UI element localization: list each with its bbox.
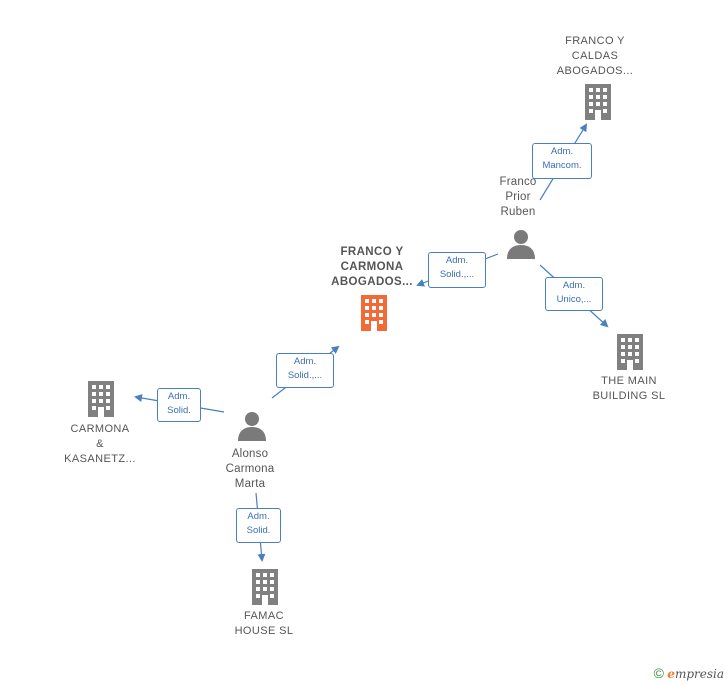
copyright-icon: ©	[653, 665, 664, 681]
person-icon[interactable]	[505, 228, 537, 260]
company-label-famac[interactable]: FAMAC HOUSE SL	[234, 610, 294, 637]
building-icon[interactable]	[86, 381, 116, 417]
building-icon[interactable]	[250, 569, 280, 605]
person-icon[interactable]	[236, 410, 268, 442]
company-label-carmona-kasanetz[interactable]: CARMONA & KASANETZ...	[64, 423, 136, 465]
footer-brand: © empresia	[654, 665, 724, 681]
company-label-main-building[interactable]: THE MAIN BUILDING SL	[592, 375, 666, 402]
brand-logo[interactable]: empresia	[667, 667, 724, 681]
company-label-franco-caldas[interactable]: FRANCO Y CALDAS ABOGADOS...	[556, 35, 634, 77]
relation-label[interactable]: Adm. Solid.,...	[276, 353, 334, 388]
person-label-alonso-carmona[interactable]: Alonso Carmona Marta	[225, 448, 275, 490]
company-label-franco-carmona[interactable]: FRANCO Y CARMONA ABOGADOS...	[331, 246, 413, 288]
relation-label[interactable]: Adm. Solid.	[157, 388, 201, 422]
relation-label[interactable]: Adm. Solid.	[236, 508, 281, 543]
relation-label[interactable]: Adm. Solid.,...	[428, 252, 486, 288]
building-icon-highlighted[interactable]	[358, 295, 390, 331]
building-icon[interactable]	[615, 334, 645, 370]
relation-label[interactable]: Adm. Mancom.	[532, 143, 592, 179]
building-icon[interactable]	[583, 84, 613, 120]
person-label-franco-prior[interactable]: Franco Prior Ruben	[499, 176, 537, 218]
relation-label[interactable]: Adm. Unico,...	[545, 277, 603, 311]
